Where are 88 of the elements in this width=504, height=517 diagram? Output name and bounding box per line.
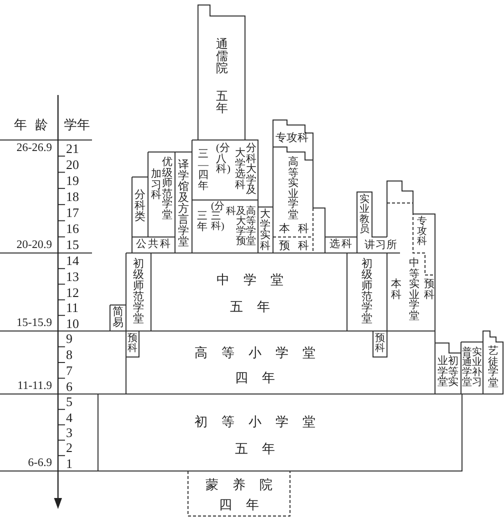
year-number: 17	[66, 206, 79, 220]
school-name: 实业教员	[360, 195, 370, 235]
school-name: 业学堂	[438, 357, 448, 388]
school-name: 译学馆及方言学堂	[178, 160, 189, 248]
age-label: 26-26.9	[16, 143, 52, 155]
age-label: 6-6.9	[28, 458, 52, 470]
school-box	[188, 471, 290, 516]
school-name: 高等小学堂	[194, 346, 330, 359]
duration-label: 四年	[234, 371, 289, 384]
school-box	[387, 181, 435, 331]
school-name: 讲习所	[364, 241, 398, 252]
school-name: 中学堂	[216, 273, 298, 286]
year-number: 18	[66, 190, 79, 203]
school-box	[132, 177, 148, 237]
track-label: 专攻科	[276, 133, 308, 144]
column-header: 学年	[64, 118, 90, 131]
year-number: 8	[66, 348, 72, 362]
year-number: 4	[66, 410, 72, 424]
school-name: 初等小学堂	[194, 415, 330, 428]
school-name: 及大学预	[236, 207, 246, 247]
school-name: 蒙养院	[204, 478, 286, 491]
year-number: 2	[66, 441, 72, 454]
year-number: 21	[66, 142, 79, 155]
school-name: 实业补习	[472, 348, 482, 388]
school-name: 加习科	[151, 170, 162, 202]
school-box	[461, 342, 483, 394]
school-box	[483, 331, 503, 394]
year-number: 3	[66, 426, 72, 439]
school-name: 分科类	[134, 190, 146, 223]
track-label: 预科	[424, 280, 434, 301]
duration-label: 五年	[229, 300, 284, 313]
school-name: 艺徒学堂	[488, 347, 498, 389]
track-label: 选科	[328, 240, 354, 250]
year-number: 1	[66, 456, 72, 470]
year-number: 19	[66, 174, 79, 187]
school-name: 简易	[112, 307, 124, 329]
track-label: 公共科	[135, 240, 172, 250]
duration-label: 四年	[218, 498, 273, 511]
year-number: 13	[66, 270, 79, 283]
school-name: 中等实业学堂	[409, 259, 420, 322]
year-number: 16	[66, 222, 79, 236]
duration-label: 三—四年	[198, 150, 208, 192]
year-number: 5	[66, 395, 72, 408]
track-label: 本科	[278, 224, 317, 235]
school-name: 普通学堂	[462, 348, 472, 388]
duration-label: 三年	[197, 212, 208, 233]
school-box	[132, 237, 175, 253]
year-number: 11	[66, 301, 79, 314]
age-label: 20-20.9	[16, 240, 52, 252]
year-number: 6	[66, 380, 72, 393]
school-box	[192, 140, 258, 200]
year-number: 10	[66, 316, 79, 330]
school-name: 科	[226, 207, 236, 217]
year-number: 15	[66, 238, 79, 252]
school-box	[126, 331, 139, 357]
school-name: 高等实业学堂	[288, 158, 298, 221]
year-number: 7	[66, 364, 72, 377]
school-name: 初等实	[448, 357, 458, 388]
track-label: 预科	[278, 241, 317, 252]
school-box	[373, 331, 387, 357]
year-number: 20	[66, 158, 79, 171]
school-box	[258, 207, 273, 253]
school-box	[357, 192, 400, 253]
year-number: 12	[66, 286, 79, 298]
school-box	[273, 147, 325, 253]
duration-label: 五年	[216, 90, 228, 114]
school-name: 大学实科	[260, 210, 270, 252]
school-name: 初级师范学堂	[362, 259, 372, 325]
age-label: 11-11.9	[17, 381, 52, 393]
age-label: 15-15.9	[16, 318, 52, 330]
track-label: 预科	[128, 334, 138, 354]
year-number: 14	[66, 254, 79, 268]
year-number: 9	[66, 332, 72, 346]
duration-label: 五年	[234, 442, 289, 455]
track-label: 本科	[391, 280, 402, 301]
school-box	[98, 394, 462, 471]
school-name: 优级师范学堂	[162, 158, 172, 221]
school-box	[148, 152, 175, 237]
column-header: 年龄	[14, 118, 56, 131]
track-label: 预科	[375, 334, 385, 354]
school-name: 初级师范学堂	[133, 259, 144, 325]
school-box	[198, 5, 245, 140]
school-name: 高等学堂	[246, 207, 256, 247]
school-name: 大学选科	[235, 149, 246, 191]
school-name: 通儒院	[216, 38, 228, 74]
track-label: 专攻科	[417, 217, 427, 247]
school-name: 分科大学及	[246, 144, 256, 196]
school-box	[126, 331, 435, 394]
